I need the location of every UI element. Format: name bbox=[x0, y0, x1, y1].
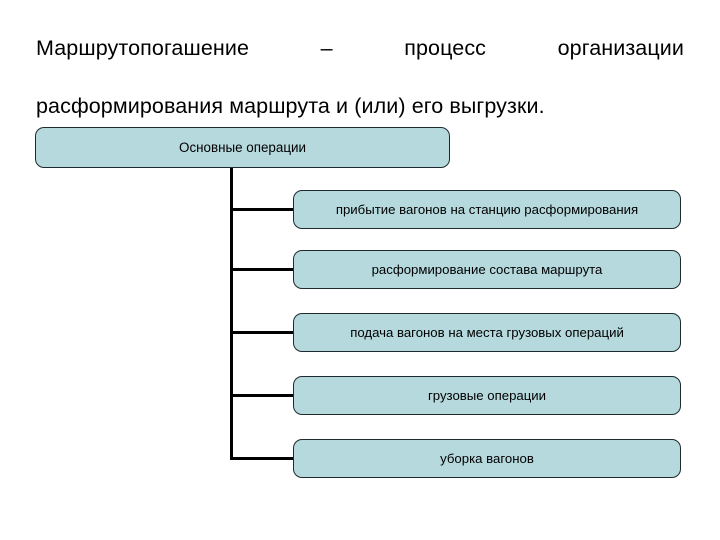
node-child-cargo-operations[interactable]: грузовые операции bbox=[293, 376, 681, 415]
node-child-label: прибытие вагонов на станцию расформирова… bbox=[335, 201, 639, 217]
node-child-label: грузовые операции bbox=[427, 387, 547, 403]
heading-line-1: Маршрутопогашение – процесс организации bbox=[36, 36, 684, 60]
node-child-removal[interactable]: уборка вагонов bbox=[293, 439, 681, 478]
node-child-label: расформирование состава маршрута bbox=[371, 261, 603, 277]
node-child-label: уборка вагонов bbox=[440, 450, 534, 466]
page-title: Маршрутопогашение – процесс организации … bbox=[36, 34, 684, 121]
node-child-breakup[interactable]: расформирование состава маршрута bbox=[293, 250, 681, 289]
node-child-placement[interactable]: подача вагонов на места грузовых операци… bbox=[293, 313, 681, 352]
heading-line-2: расформирования маршрута и (или) его выг… bbox=[36, 94, 545, 118]
node-child-label: подача вагонов на места грузовых операци… bbox=[350, 324, 624, 340]
node-root[interactable]: Основные операции bbox=[35, 127, 450, 168]
node-root-label: Основные операции bbox=[179, 139, 306, 155]
node-child-arrival[interactable]: прибытие вагонов на станцию расформирова… bbox=[293, 190, 681, 229]
